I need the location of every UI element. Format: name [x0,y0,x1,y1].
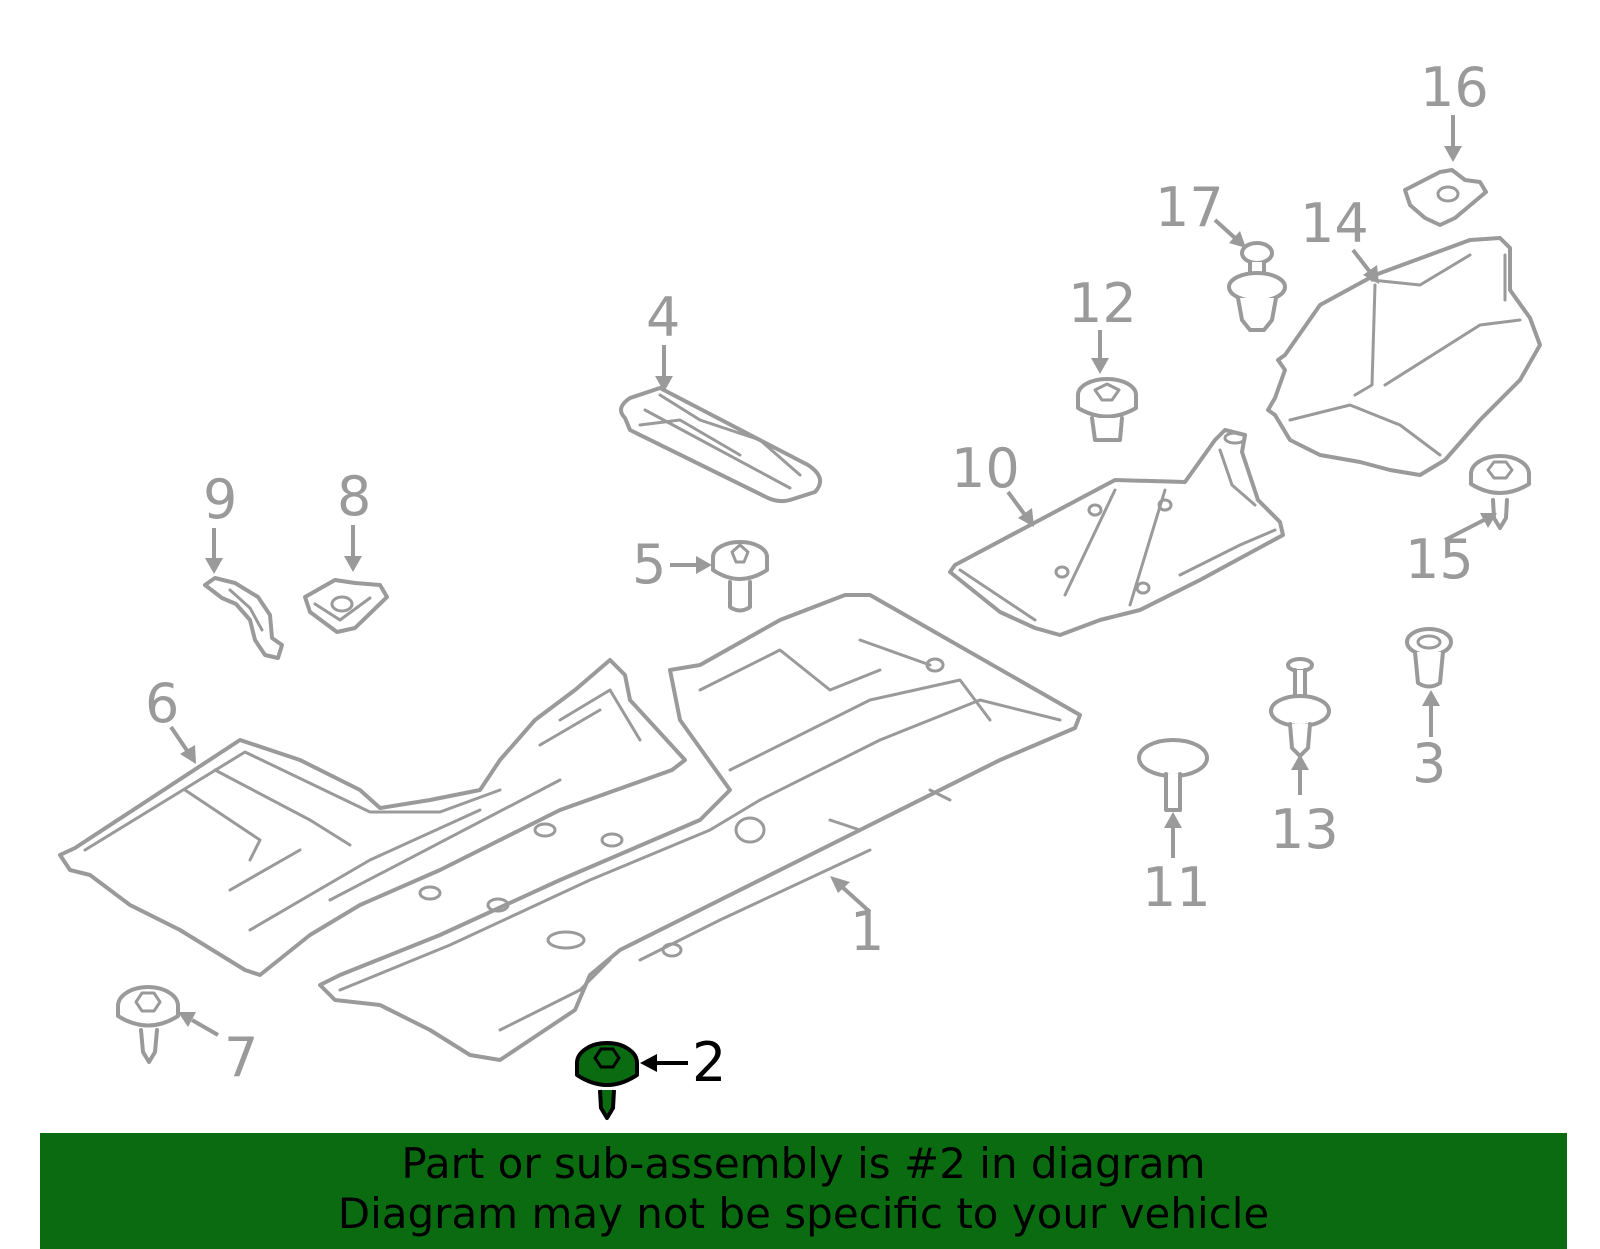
part-12-nut[interactable] [1076,377,1138,442]
callout-4[interactable]: 4 [646,286,680,349]
callout-7[interactable]: 7 [224,1026,258,1089]
part-17-push-rivet[interactable] [1227,241,1287,332]
callout-1[interactable]: 1 [850,900,884,963]
callout-6[interactable]: 6 [145,672,179,735]
info-banner: Part or sub-assembly is #2 in diagram Di… [40,1133,1567,1249]
callout-10[interactable]: 10 [951,437,1020,500]
part-10-shield[interactable] [948,428,1285,637]
part-2-bolt-highlighted[interactable] [575,1041,639,1120]
callout-labels: 1 2 3 4 5 6 7 8 9 10 11 12 13 14 15 16 1… [145,56,1489,1094]
part-7-bolt[interactable] [116,985,180,1064]
callout-5[interactable]: 5 [632,533,666,596]
part-14-liner[interactable] [1266,236,1542,477]
callout-13[interactable]: 13 [1270,798,1339,861]
part-11-push-pin[interactable] [1137,738,1209,812]
part-8-clip-nut[interactable] [303,578,389,634]
part-16-clip-nut[interactable] [1403,168,1488,227]
callout-2[interactable]: 2 [692,1031,726,1094]
callout-12[interactable]: 12 [1068,272,1137,335]
part-13-push-pin[interactable] [1269,657,1331,758]
callout-arrows [169,115,1497,1072]
callout-15[interactable]: 15 [1405,528,1474,591]
callout-8[interactable]: 8 [337,465,371,528]
banner-line-1: Part or sub-assembly is #2 in diagram [401,1139,1206,1188]
part-9-bracket[interactable] [203,576,284,660]
part-3-plug[interactable] [1405,627,1453,689]
callout-3[interactable]: 3 [1412,732,1446,795]
callout-16[interactable]: 16 [1420,56,1489,119]
part-6-front-shield[interactable] [58,658,687,977]
callout-9[interactable]: 9 [203,468,237,531]
part-1-main-shield[interactable] [318,593,1082,1062]
part-15-bolt[interactable] [1469,454,1531,530]
part-5-bolt[interactable] [711,540,769,613]
banner-line-2: Diagram may not be specific to your vehi… [337,1189,1270,1238]
callout-17[interactable]: 17 [1155,176,1224,239]
callout-11[interactable]: 11 [1142,856,1211,919]
callout-14[interactable]: 14 [1300,192,1369,255]
part-4-panel[interactable] [619,386,823,504]
